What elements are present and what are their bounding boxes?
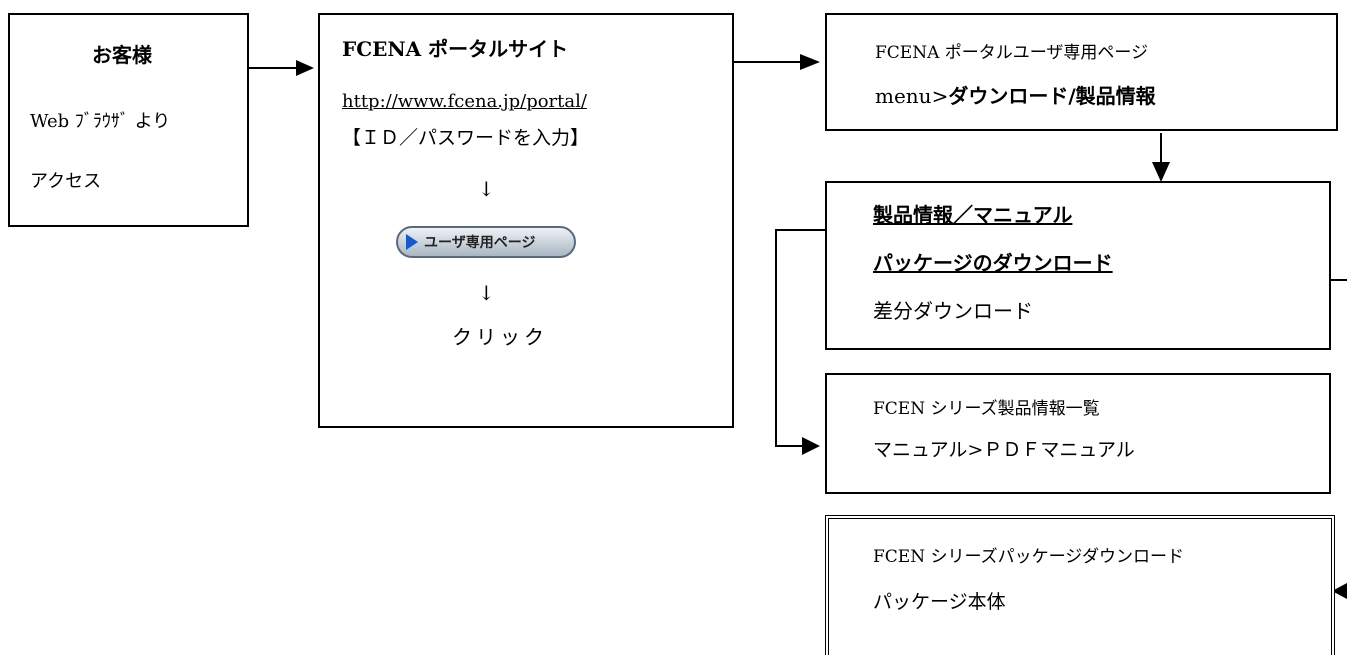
portal-arrow-1: ↓: [478, 177, 495, 201]
manual-line-2: マニュアル>ＰＤＦマニュアル: [873, 439, 1135, 461]
customer-box: お客様 Web ﾌﾞﾗｳｻﾞ より アクセス: [8, 13, 249, 227]
package-line-1: FCEN シリーズパッケージダウンロード: [873, 547, 1184, 567]
user-page-menu: menu>ダウンロード/製品情報: [875, 86, 1156, 106]
portal-arrow-2: ↓: [478, 281, 495, 305]
portal-click-text: クリック: [452, 325, 548, 349]
arrowhead-to-package: [1332, 583, 1347, 599]
user-page-button[interactable]: ユーザ専用ページ: [396, 226, 576, 258]
arrowhead-to-manual: [802, 437, 820, 455]
portal-title: FCENA ポータルサイト: [342, 37, 569, 61]
manual-line-1: FCEN シリーズ製品情報一覧: [873, 399, 1100, 419]
customer-line-1: Web ﾌﾞﾗｳｻﾞ より: [30, 111, 171, 132]
download-box: 製品情報／マニュアル パッケージのダウンロード 差分ダウンロード: [825, 181, 1331, 350]
portal-url-link[interactable]: http://www.fcena.jp/portal/: [342, 91, 587, 112]
user-page-menu-path: ダウンロード/製品情報: [948, 84, 1156, 108]
play-triangle-icon: [406, 234, 418, 250]
manual-box: FCEN シリーズ製品情報一覧 マニュアル>ＰＤＦマニュアル: [825, 373, 1331, 494]
package-download-box: FCEN シリーズパッケージダウンロード パッケージ本体: [825, 515, 1335, 655]
user-page-box: FCENA ポータルユーザ専用ページ menu>ダウンロード/製品情報: [825, 13, 1338, 131]
user-page-button-label: ユーザ専用ページ: [424, 235, 536, 251]
user-page-line-1: FCENA ポータルユーザ専用ページ: [875, 43, 1149, 63]
portal-site-box: FCENA ポータルサイト http://www.fcena.jp/portal…: [318, 13, 734, 428]
portal-login-text: 【ＩＤ／パスワードを入力】: [342, 127, 590, 149]
package-download-link[interactable]: パッケージのダウンロード: [873, 251, 1113, 275]
diff-download-text: 差分ダウンロード: [873, 299, 1033, 323]
arrowhead-to-portal: [296, 60, 314, 76]
arrowhead-to-user-page: [800, 54, 820, 70]
customer-title: お客様: [92, 43, 152, 67]
arrowhead-to-download: [1152, 162, 1170, 182]
customer-line-2: アクセス: [30, 171, 102, 192]
product-manual-link[interactable]: 製品情報／マニュアル: [873, 203, 1073, 227]
user-page-menu-prefix: menu>: [875, 84, 949, 108]
package-line-2: パッケージ本体: [873, 591, 1006, 613]
